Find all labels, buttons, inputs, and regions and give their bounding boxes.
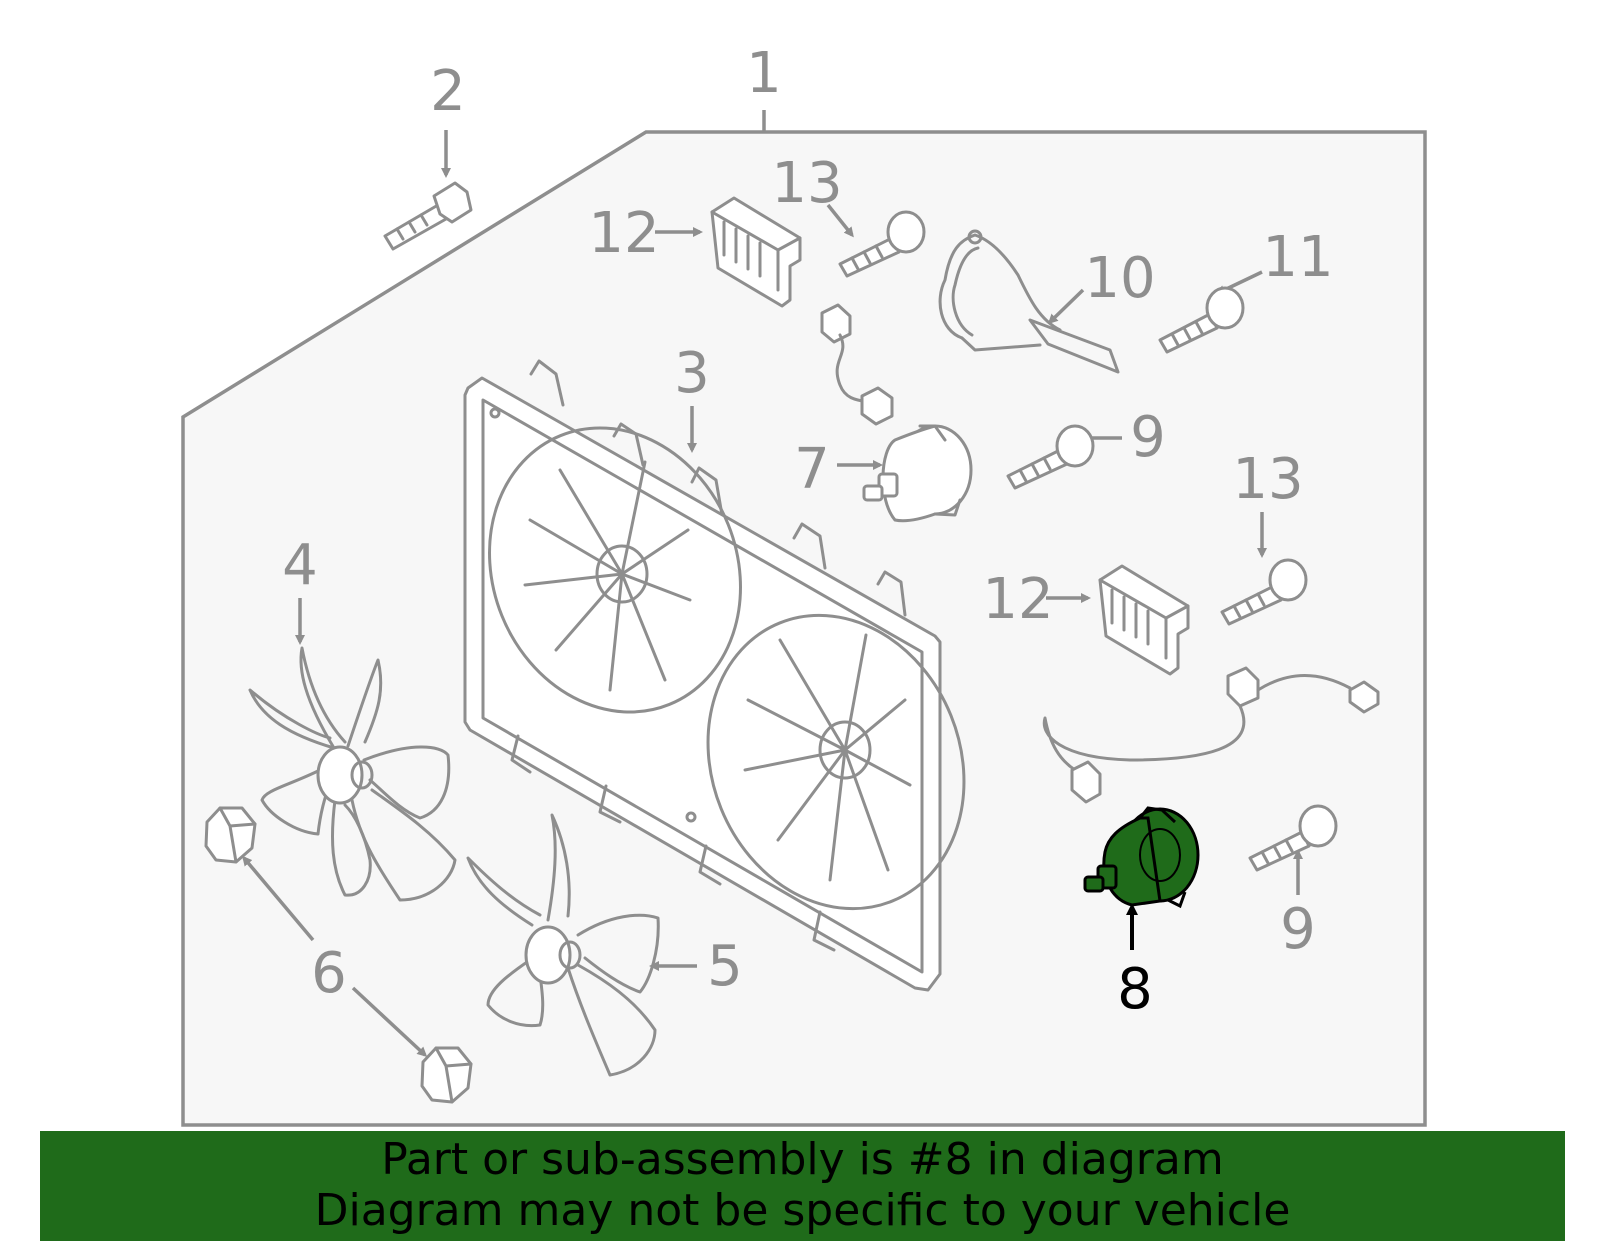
bolt-part-9-upper: [1006, 424, 1095, 490]
fan-shroud-part-3: [463, 359, 966, 992]
bolt-part-9-lower: [1248, 804, 1338, 872]
callout-11: 11: [1262, 225, 1333, 290]
info-banner: Part or sub-assembly is #8 in diagram Di…: [40, 1131, 1565, 1241]
callout-5: 5: [707, 934, 743, 999]
callout-13-upper: 13: [771, 151, 842, 216]
callout-12-upper: 12: [588, 201, 659, 266]
bolt-part-11: [1158, 286, 1245, 354]
callout-7: 7: [794, 437, 830, 502]
leader-arrows: [242, 130, 1303, 1058]
callout-10: 10: [1084, 246, 1155, 311]
nut-part-6-upper: [204, 806, 257, 864]
resistor-part-12-upper: [710, 196, 894, 426]
callout-3: 3: [674, 341, 710, 406]
banner-line-part-number: Part or sub-assembly is #8 in diagram: [381, 1134, 1224, 1185]
callout-2: 2: [430, 59, 466, 124]
banner-line-disclaimer: Diagram may not be specific to your vehi…: [314, 1185, 1291, 1236]
motor-part-7: [862, 424, 973, 523]
bolt-part-13-upper: [838, 210, 926, 278]
resistor-part-12-lower: [1042, 564, 1380, 804]
fan-part-5: [466, 813, 660, 1077]
callout-9-upper: 9: [1130, 405, 1166, 470]
harness-part-10: [938, 229, 1120, 374]
callout-13-lower: 13: [1232, 447, 1303, 512]
nut-part-6-lower: [420, 1046, 473, 1104]
callout-12-lower: 12: [982, 567, 1053, 632]
callout-4: 4: [282, 533, 318, 598]
callout-9-lower: 9: [1280, 897, 1316, 962]
bolt-part-13-lower: [1220, 558, 1308, 626]
motor-part-8: [1083, 806, 1200, 909]
callout-1: 1: [746, 41, 782, 106]
callout-6: 6: [311, 941, 347, 1006]
bolt-part-2: [383, 181, 473, 251]
fan-part-4: [248, 646, 457, 902]
callout-8: 8: [1117, 957, 1153, 1022]
